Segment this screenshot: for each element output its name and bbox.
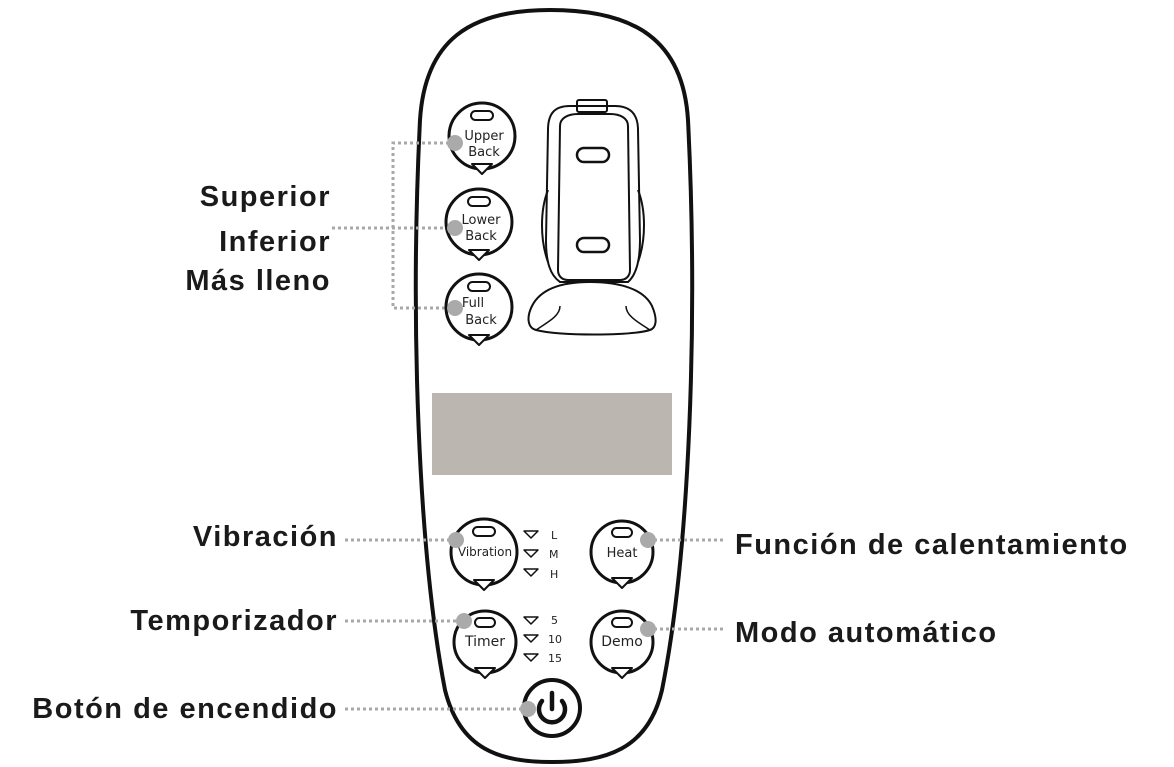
- massage-chair-icon: [527, 99, 657, 336]
- callout-upper-back: Superior: [199, 181, 331, 213]
- vibration-button[interactable]: Vibration: [449, 517, 519, 591]
- vibration-medium-label: M: [549, 548, 559, 561]
- vibration-medium-indicator: [523, 549, 539, 558]
- upper-back-label-line2: Back: [468, 145, 500, 160]
- leader-dots: [447, 135, 656, 717]
- timer-15-label: 15: [548, 652, 562, 665]
- vibration-high-label: H: [550, 568, 558, 581]
- timer-minute-indicators: 5 10 15: [523, 614, 562, 665]
- callout-lower-back: Inferior: [219, 226, 331, 258]
- callout-power: Botón de encendido: [32, 693, 338, 725]
- upper-back-button[interactable]: Upper Back: [447, 101, 517, 175]
- timer-15-indicator: [523, 653, 539, 662]
- heat-button-label: Heat: [607, 546, 638, 561]
- full-back-label-line1: Full: [462, 296, 484, 311]
- full-back-label-line2: Back: [465, 313, 497, 328]
- heat-button[interactable]: Heat: [589, 519, 655, 589]
- power-icon: [536, 690, 568, 725]
- vibration-level-indicators: L M H: [523, 529, 559, 581]
- leader-lines: [332, 141, 725, 711]
- lower-back-button[interactable]: Lower Back: [444, 187, 514, 261]
- timer-5-label: 5: [551, 614, 558, 627]
- timer-5-indicator: [523, 616, 539, 625]
- lower-back-label-line2: Back: [465, 229, 497, 244]
- timer-button-label: Timer: [464, 634, 505, 650]
- vibration-low-label: L: [551, 529, 558, 542]
- vibration-low-indicator: [523, 530, 539, 539]
- upper-back-label-line1: Upper: [464, 129, 504, 144]
- demo-button-label: Demo: [601, 634, 643, 650]
- vibration-button-label: Vibration: [458, 545, 512, 559]
- display-panel: [432, 393, 672, 475]
- callout-timer: Temporizador: [130, 605, 338, 637]
- timer-10-indicator: [523, 634, 539, 643]
- demo-button[interactable]: Demo: [589, 609, 655, 679]
- timer-10-label: 10: [548, 633, 562, 646]
- callout-demo: Modo automático: [735, 617, 998, 649]
- callout-vibration: Vibración: [192, 521, 338, 553]
- lower-back-label-line1: Lower: [462, 213, 502, 228]
- full-back-button[interactable]: Full Back: [444, 272, 514, 346]
- vibration-high-indicator: [523, 568, 539, 577]
- callout-full-back: Más lleno: [185, 265, 331, 297]
- callout-heat: Función de calentamiento: [735, 529, 1129, 561]
